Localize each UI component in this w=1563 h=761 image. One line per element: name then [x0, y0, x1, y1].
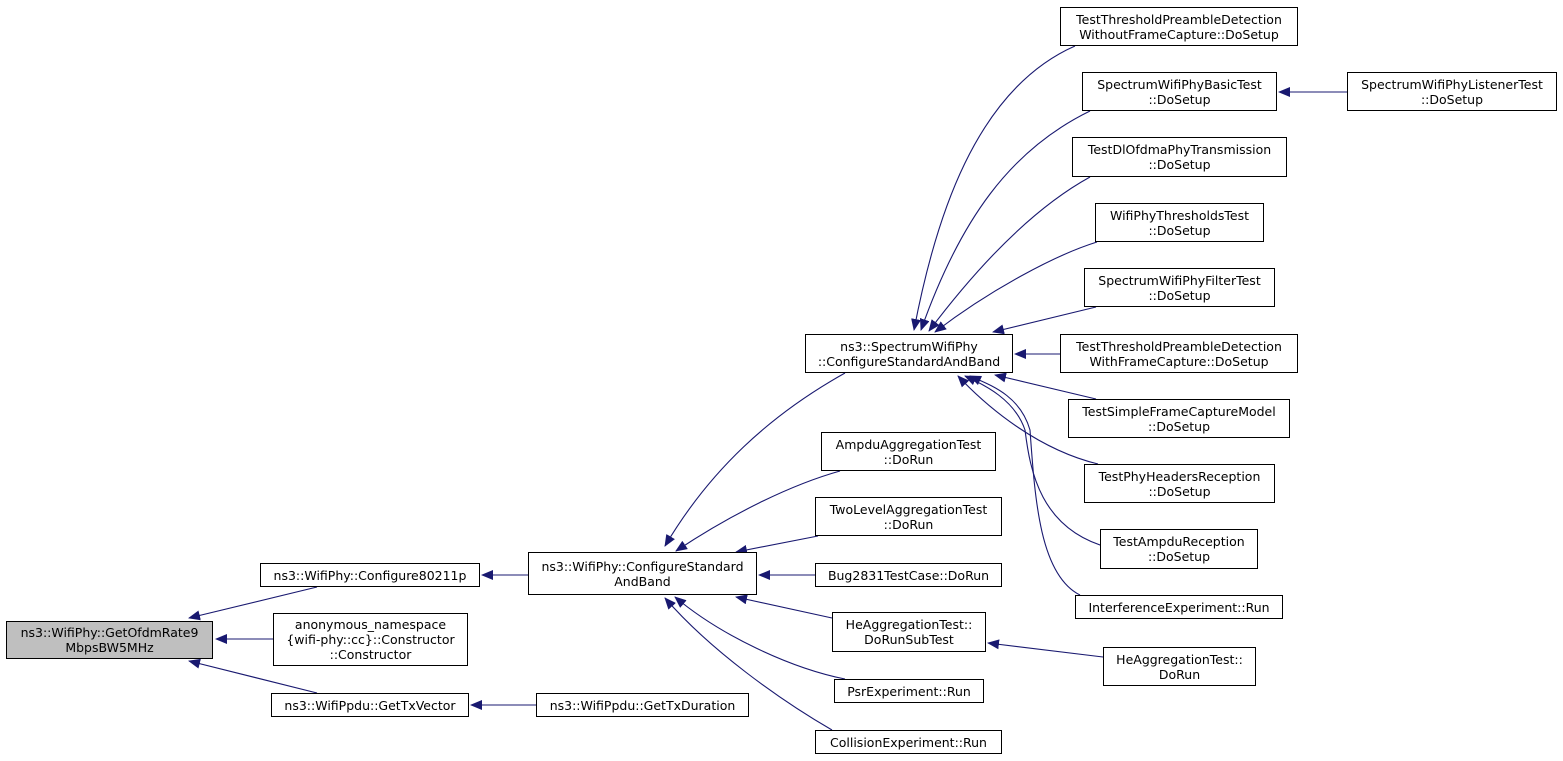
edge-n13-to-n6	[911, 45, 1076, 331]
node-testsimpleframecapturemodel-dosetup[interactable]: TestSimpleFrameCaptureModel::DoSetup	[1068, 399, 1290, 438]
edge-n21-to-n6	[964, 375, 1111, 549]
node-spectrumwifiphy-configurestandardandband[interactable]: ns3::SpectrumWifiPhy::ConfigureStandardA…	[805, 334, 1013, 373]
edge-n7-to-n4	[675, 470, 841, 552]
node-label-line: ::DoSetup	[1147, 418, 1211, 434]
edge-n1-to-n0	[188, 586, 318, 621]
node-bug2831testcase-dorun[interactable]: Bug2831TestCase::DoRun	[815, 563, 1002, 587]
node-heaggregationtest-dorun[interactable]: HeAggregationTest::DoRun	[1103, 647, 1256, 686]
node-label-line: WithFrameCapture::DoSetup	[1089, 353, 1269, 369]
node-label-line: ns3::WifiPhy::ConfigureStandard	[541, 558, 744, 574]
node-label-line: ::DoSetup	[1420, 91, 1484, 107]
node-label-line: ::DoSetup	[1148, 157, 1211, 172]
node-label-line: TestThresholdPreambleDetection	[1076, 338, 1282, 354]
node-label-line: SpectrumWifiPhyListenerTest	[1361, 76, 1543, 92]
node-label-line: TestAmpduReception	[1113, 534, 1245, 549]
node-label-line: DoRun	[1158, 666, 1201, 682]
node-label-line: ns3::WifiPhy::GetOfdmRate9	[20, 625, 199, 640]
node-label-line: {wifi-phy::cc}::Constructor	[286, 632, 455, 647]
node-label-line: ::DoRun	[883, 451, 934, 467]
edge-n22-to-n6	[969, 375, 1081, 596]
node-label-line: ::DoRun	[883, 516, 934, 532]
edge-n17-to-n6	[992, 306, 1097, 335]
edge-n15-to-n6	[928, 176, 1091, 332]
node-label-line: ::DoSetup	[1148, 222, 1211, 238]
node-testdlofdmaphytransmission-dosetup[interactable]: TestDlOfdmaPhyTransmission::DoSetup	[1072, 137, 1287, 177]
node-label-line: Bug2831TestCase::DoRun	[827, 567, 990, 583]
node-label-line: ::Constructor	[329, 647, 412, 662]
node-label-line: WithoutFrameCapture::DoSetup	[1079, 26, 1279, 42]
node-wifippdu-gettxduration[interactable]: ns3::WifiPpdu::GetTxDuration	[536, 693, 749, 717]
node-label-line: AndBand	[614, 573, 671, 589]
node-label-line: HeAggregationTest::	[845, 617, 973, 632]
node-interferenceexperiment-run[interactable]: InterferenceExperiment::Run	[1075, 595, 1283, 619]
node-psrexperiment-run[interactable]: PsrExperiment::Run	[834, 679, 984, 703]
node-configure80211p[interactable]: ns3::WifiPhy::Configure80211p	[260, 563, 480, 587]
edge-n19-to-n6	[994, 372, 1097, 400]
edge-n3-to-n0	[188, 658, 318, 694]
node-label-line: AmpduAggregationTest	[835, 436, 982, 452]
node-spectrumwifiphybasictest-dosetup[interactable]: SpectrumWifiPhyBasicTest::DoSetup	[1082, 72, 1277, 111]
node-collisionexperiment-run[interactable]: CollisionExperiment::Run	[815, 730, 1002, 754]
node-label-line: ::DoSetup	[1148, 287, 1211, 303]
node-label-line: TestSimpleFrameCaptureModel	[1082, 403, 1276, 419]
node-testphyheadersreception-dosetup[interactable]: TestPhyHeadersReception::DoSetup	[1084, 464, 1275, 503]
node-testampdureception-dosetup[interactable]: TestAmpduReception::DoSetup	[1100, 529, 1258, 569]
node-label-line: CollisionExperiment::Run	[830, 734, 987, 750]
edge-n14-to-n6	[919, 110, 1091, 331]
node-label-line: ::DoSetup	[1148, 91, 1211, 107]
node-label-line: PsrExperiment::Run	[847, 683, 971, 699]
node-label-line: TwoLevelAggregationTest	[829, 501, 988, 517]
node-label-line: ::DoSetup	[1147, 549, 1211, 564]
node-label-line: TestPhyHeadersReception	[1098, 468, 1261, 484]
node-label-line: anonymous_namespace	[294, 617, 447, 632]
node-spectrumwifiphylistenertest-dosetup[interactable]: SpectrumWifiPhyListenerTest::DoSetup	[1347, 72, 1557, 111]
node-label-line: ::DoSetup	[1148, 483, 1211, 499]
node-spectrumwifiphyfiltertest-dosetup[interactable]: SpectrumWifiPhyFilterTest::DoSetup	[1084, 268, 1275, 307]
node-heaggregationtest-dorunsubtest[interactable]: HeAggregationTest::DoRunSubTest	[832, 612, 986, 652]
edge-n12-to-n4	[664, 597, 833, 731]
edge-n24-to-n10	[987, 639, 1104, 658]
node-label-line: SpectrumWifiPhyBasicTest	[1097, 76, 1262, 92]
node-label-line: DoRunSubTest	[864, 632, 954, 647]
node-label-line: ns3::SpectrumWifiPhy	[840, 338, 978, 354]
edge-n6-to-n4	[664, 372, 846, 547]
node-label-line: HeAggregationTest::	[1116, 651, 1243, 667]
node-label-line: ns3::WifiPhy::Configure80211p	[273, 567, 467, 583]
node-label-line: TestDlOfdmaPhyTransmission	[1087, 142, 1272, 157]
node-label-line: InterferenceExperiment::Run	[1088, 599, 1270, 615]
edge-n20-to-n6	[957, 375, 1099, 465]
node-label-line: ns3::WifiPpdu::GetTxVector	[284, 697, 456, 713]
node-anonymous-namespace-constructor[interactable]: anonymous_namespace{wifi-phy::cc}::Const…	[273, 613, 468, 666]
edge-n11-to-n4	[674, 596, 846, 680]
node-label-line: MbpsBW5MHz	[65, 640, 154, 655]
node-label-line: ::ConfigureStandardAndBand	[817, 353, 1001, 369]
node-ampduaggregationtest-dorun[interactable]: AmpduAggregationTest::DoRun	[821, 432, 996, 471]
node-wifippdu-gettxvector[interactable]: ns3::WifiPpdu::GetTxVector	[271, 693, 469, 717]
node-label-line: SpectrumWifiPhyFilterTest	[1098, 272, 1261, 288]
edge-n16-to-n6	[934, 241, 1098, 333]
node-label-line: TestThresholdPreambleDetection	[1076, 11, 1282, 27]
edges-layer	[188, 45, 1347, 731]
edge-n8-to-n4	[735, 535, 819, 555]
node-label-line: WifiPhyThresholdsTest	[1109, 207, 1250, 223]
node-twolevelaggregationtest-dorun[interactable]: TwoLevelAggregationTest::DoRun	[815, 497, 1002, 536]
node-wifiphythresholdstest-dosetup[interactable]: WifiPhyThresholdsTest::DoSetup	[1095, 203, 1264, 242]
edge-n10-to-n4	[735, 594, 833, 619]
node-label-line: ns3::WifiPpdu::GetTxDuration	[549, 697, 736, 713]
